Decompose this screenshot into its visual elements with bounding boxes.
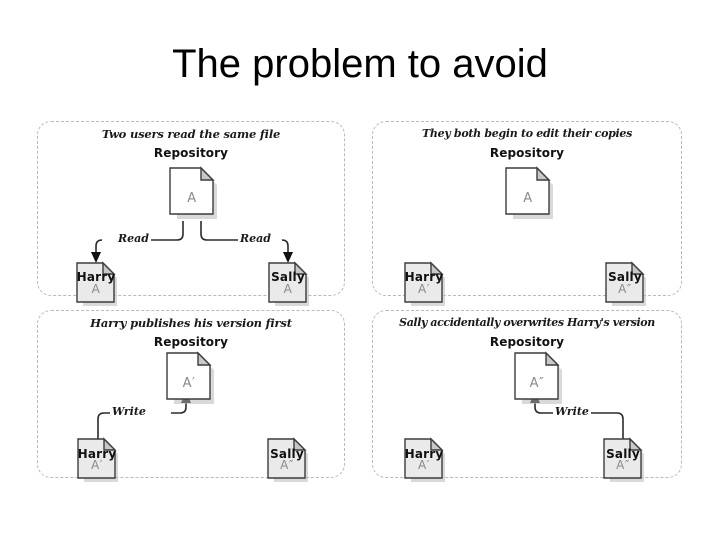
- panel-caption: Sally accidentally overwrites Harry's ve…: [399, 316, 655, 329]
- user-label-harry: Harry: [76, 270, 116, 284]
- document-letter: A′: [418, 282, 430, 296]
- repository-label: Repository: [489, 146, 565, 160]
- panel-two-users-read: Two users read the same file Repository …: [37, 121, 345, 306]
- document-letter: A: [187, 191, 197, 206]
- document-letter: A: [523, 191, 533, 206]
- repository-label: Repository: [153, 146, 229, 160]
- sally-document: A″: [604, 261, 646, 306]
- user-label-sally: Sally: [271, 270, 305, 284]
- repository-document: A: [168, 166, 217, 219]
- document-icon: [404, 437, 445, 482]
- read-connectors: [91, 221, 293, 263]
- page-title: The problem to avoid: [172, 42, 548, 86]
- user-label-sally: Sally: [270, 447, 304, 461]
- document-letter: A′: [91, 458, 103, 472]
- harry-document: A′: [403, 261, 445, 306]
- document-letter: A: [283, 282, 293, 296]
- harry-document: A′: [403, 437, 445, 482]
- panel-sally-overwrites: Sally accidentally overwrites Harry's ve…: [372, 310, 682, 482]
- document-icon: [166, 351, 214, 404]
- document-icon: [505, 166, 553, 219]
- user-label-sally: Sally: [608, 270, 642, 284]
- document-letter: A: [91, 282, 101, 296]
- repository-document: A: [504, 166, 553, 219]
- document-icon: [404, 261, 445, 306]
- panel-caption: They both begin to edit their copies: [422, 127, 632, 140]
- connector-label-write: Write: [553, 405, 591, 418]
- document-icon: [514, 351, 562, 404]
- document-icon: [76, 261, 117, 306]
- harry-document: A: [75, 261, 117, 306]
- user-label-sally: Sally: [606, 447, 640, 461]
- harry-document: A′: [76, 437, 118, 482]
- document-letter: A″: [616, 458, 630, 472]
- panel-caption: Harry publishes his version first: [90, 316, 292, 330]
- repository-document: A″: [513, 351, 562, 404]
- arrowhead-left: [91, 252, 101, 263]
- document-icon: [77, 437, 118, 482]
- sally-document: A: [267, 261, 309, 306]
- document-icon: [603, 437, 644, 482]
- user-label-harry: Harry: [404, 447, 444, 461]
- document-icon: [169, 166, 217, 219]
- user-label-harry: Harry: [404, 270, 444, 284]
- document-letter: A′: [182, 376, 196, 391]
- repository-document: A′: [165, 351, 214, 404]
- document-letter: A′: [418, 458, 430, 472]
- document-icon: [267, 437, 308, 482]
- connector-label-write: Write: [110, 405, 148, 418]
- document-icon: [268, 261, 309, 306]
- panel-harry-publishes-first: Harry publishes his version first Reposi…: [37, 310, 345, 482]
- panel-both-edit-copies: They both begin to edit their copies Rep…: [372, 121, 682, 306]
- connector-label-read-left: Read: [116, 232, 151, 245]
- arrowhead-right: [283, 252, 293, 263]
- document-letter: A″: [280, 458, 294, 472]
- document-icon: [605, 261, 646, 306]
- repository-label: Repository: [153, 335, 229, 349]
- sally-document: A″: [266, 437, 308, 482]
- document-letter: A″: [618, 282, 632, 296]
- document-letter: A″: [529, 376, 545, 391]
- repository-label: Repository: [489, 335, 565, 349]
- sally-document: A″: [602, 437, 644, 482]
- panel-caption: Two users read the same file: [101, 127, 281, 141]
- connector-label-read-right: Read: [238, 232, 273, 245]
- user-label-harry: Harry: [77, 447, 117, 461]
